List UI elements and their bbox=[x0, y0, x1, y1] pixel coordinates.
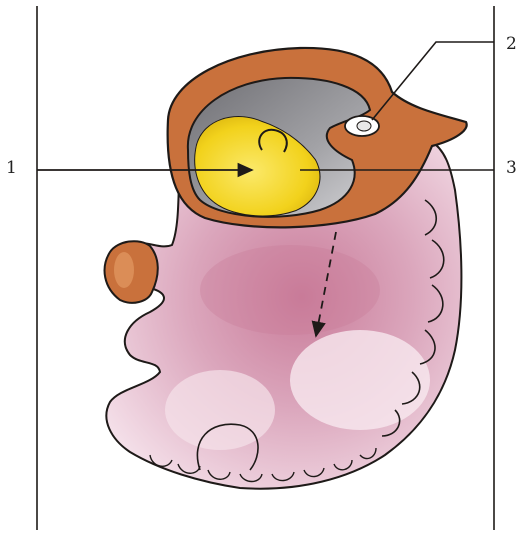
pale-wash-2 bbox=[165, 370, 275, 450]
stalk-highlight bbox=[114, 252, 134, 288]
pale-wash-1 bbox=[290, 330, 430, 430]
label-2: 2 bbox=[506, 36, 517, 53]
label-1: 1 bbox=[6, 160, 17, 177]
white-oval-inner bbox=[357, 121, 371, 131]
label-3: 3 bbox=[506, 160, 517, 177]
deep-wash bbox=[200, 245, 380, 335]
